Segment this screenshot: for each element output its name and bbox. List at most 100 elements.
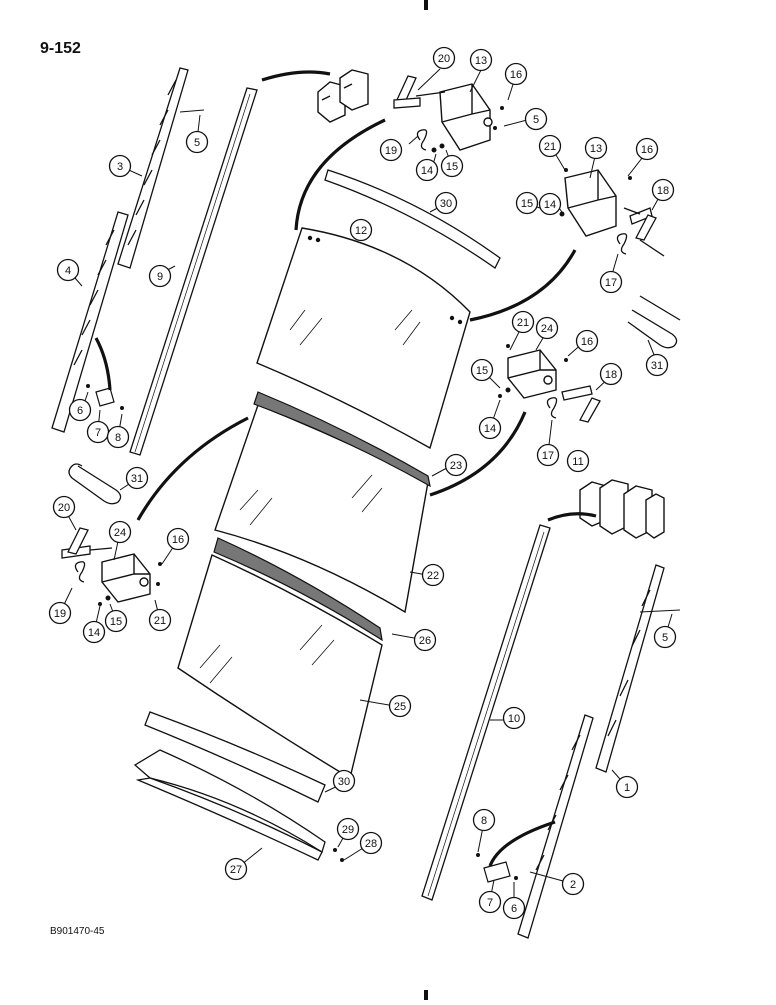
callout-13: 13 [469,48,493,72]
callout-16: 16 [575,329,599,353]
callout-27: 27 [224,857,248,881]
callout-24: 24 [535,316,559,340]
figure-code: B901470-45 [50,926,105,937]
callout-balloon [584,136,608,160]
callout-19: 19 [48,601,72,625]
callout-balloon [106,425,130,449]
top-registration-mark [424,0,428,10]
callout-balloon [68,398,92,422]
callout-balloon [104,609,128,633]
callout-number: 24 [114,527,126,539]
callout-number: 22 [427,570,439,582]
callout-15: 15 [440,154,464,178]
callout-25: 25 [388,694,412,718]
callout-number: 5 [662,632,668,644]
callout-balloon [599,362,623,386]
callout-balloon [515,191,539,215]
retainer-31-right [627,295,681,349]
callout-number: 15 [521,198,533,210]
callout-18: 18 [651,178,675,202]
callout-balloon [599,270,623,294]
callout-number: 16 [641,144,653,156]
callout-6: 6 [502,896,526,920]
callout-balloon [575,329,599,353]
callout-number: 14 [484,423,496,435]
callout-balloon [336,817,360,841]
callout-5: 5 [653,625,677,649]
callout-number: 5 [533,114,539,126]
callout-balloon [440,154,464,178]
callout-balloon [502,706,526,730]
callout-balloon [645,353,669,377]
callout-number: 29 [342,824,354,836]
callout-balloon [82,620,106,644]
callout-number: 13 [590,143,602,155]
callout-number: 14 [544,199,556,211]
callout-6: 6 [68,398,92,422]
callout-number: 11 [572,456,583,468]
molding-30-upper [324,169,501,269]
clip-7-left [95,387,115,407]
callout-number: 19 [385,145,397,157]
callout-16: 16 [504,62,528,86]
callout-number: 15 [446,161,458,173]
callout-balloon [349,218,373,242]
callout-1: 1 [615,775,639,799]
callout-number: 30 [338,776,350,788]
callout-balloon [444,453,468,477]
hinge-13-lower [564,169,617,237]
strip-1 [595,564,665,773]
callout-balloon [535,316,559,340]
screw-5-right [639,609,681,613]
callout-number: 16 [510,69,522,81]
strip-3 [117,67,189,269]
molding-30-lower [144,711,326,803]
callout-number: 12 [355,225,367,237]
callout-15: 15 [515,191,539,215]
callout-balloon [566,449,590,473]
callout-5: 5 [185,130,209,154]
callout-17: 17 [599,270,623,294]
callout-15: 15 [104,609,128,633]
callout-number: 1 [624,782,630,794]
callout-21: 21 [538,134,562,158]
nut-8-right [476,853,480,857]
callout-number: 18 [605,369,617,381]
callout-21: 21 [148,608,172,632]
callout-number: 17 [542,450,554,462]
callout-30: 30 [434,191,458,215]
callout-number: 31 [131,473,143,485]
callout-10: 10 [502,706,526,730]
gasket-profile-11-top [317,69,369,123]
page-number: 9-152 [40,40,81,57]
callout-balloon [359,831,383,855]
callout-balloon [432,46,456,70]
leader-arcs [94,70,597,867]
callout-balloon [415,158,439,182]
callout-balloon [538,192,562,216]
callout-number: 3 [117,161,123,173]
spring-19-left [74,561,86,583]
callout-number: 14 [421,165,433,177]
callout-2: 2 [561,872,585,896]
callout-20: 20 [52,495,76,519]
callout-number: 27 [230,864,242,876]
callout-14: 14 [415,158,439,182]
callout-14: 14 [478,416,502,440]
callout-balloon [504,62,528,86]
hinge-pin-20-left [61,527,113,559]
hinge-pin-18-lower [561,385,601,423]
hinge-pin-18-upper [623,207,665,257]
callout-number: 15 [110,616,122,628]
callout-number: 4 [65,265,71,277]
callout-number: 2 [570,879,576,891]
callout-14: 14 [538,192,562,216]
callout-number: 31 [651,360,663,372]
spring-17-upper [616,233,628,255]
callout-number: 25 [394,701,406,713]
callout-16: 16 [635,137,659,161]
callout-9: 9 [148,264,172,288]
callout-number: 9 [157,271,163,283]
callout-31: 31 [125,466,149,490]
